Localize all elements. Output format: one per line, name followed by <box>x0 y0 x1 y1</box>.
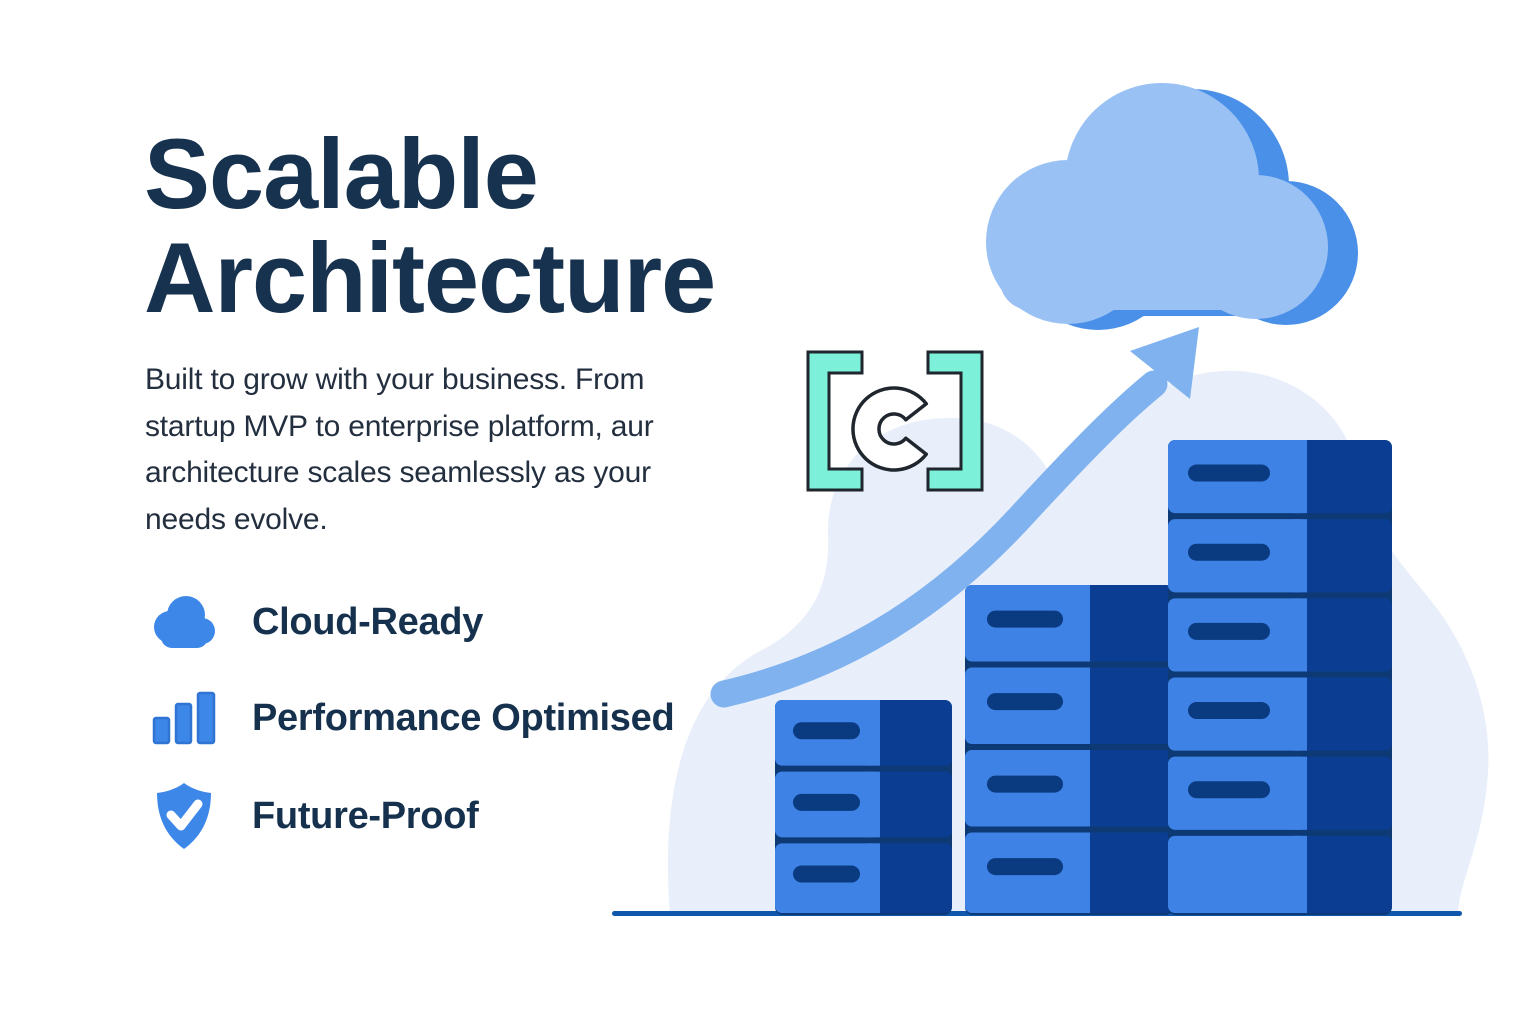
logo-brackets <box>806 350 984 492</box>
server-slot <box>987 775 1063 793</box>
server-slot <box>1188 781 1270 799</box>
logo-letter-c <box>851 386 929 472</box>
page-title-line-1: Scalable <box>144 118 539 229</box>
feature-item-performance: Performance Optimised <box>148 686 675 750</box>
cloud-body <box>986 83 1328 324</box>
server-slot <box>987 693 1063 711</box>
logo-bracket-left <box>806 350 864 492</box>
server-slot <box>987 610 1063 628</box>
server-stack-large <box>1168 440 1392 915</box>
logo-bracket-right <box>926 350 984 492</box>
page-title: Scalable Architecture <box>144 122 864 330</box>
server-stack-small <box>775 700 952 915</box>
description-text: Built to grow with your business. From s… <box>145 363 654 536</box>
shield-check-icon <box>148 782 220 850</box>
server-slot <box>1188 464 1270 482</box>
feature-item-future-proof: Future-Proof <box>148 777 479 855</box>
server-slot <box>1188 702 1270 720</box>
growth-arrow-shaft <box>710 370 1168 708</box>
page-title-line-2: Architecture <box>144 222 716 333</box>
feature-item-cloud-ready: Cloud-Ready <box>148 587 483 657</box>
cloud-illustration <box>986 83 1358 330</box>
server-stack-medium <box>965 585 1173 915</box>
server-slot <box>1188 622 1270 640</box>
server-slot <box>793 722 860 740</box>
growth-arrow <box>710 327 1199 708</box>
cloud-icon <box>148 595 220 649</box>
feature-label-future-proof: Future-Proof <box>252 794 479 837</box>
server-slot <box>1188 543 1270 561</box>
server-slot <box>793 865 860 883</box>
feature-label-performance: Performance Optimised <box>252 696 675 739</box>
server-slot <box>793 793 860 811</box>
server-slot <box>987 858 1063 876</box>
server-stacks <box>775 440 1392 915</box>
feature-label-cloud-ready: Cloud-Ready <box>252 600 484 643</box>
growth-arrow-head <box>1130 327 1199 399</box>
bar-chart-icon <box>148 691 220 745</box>
